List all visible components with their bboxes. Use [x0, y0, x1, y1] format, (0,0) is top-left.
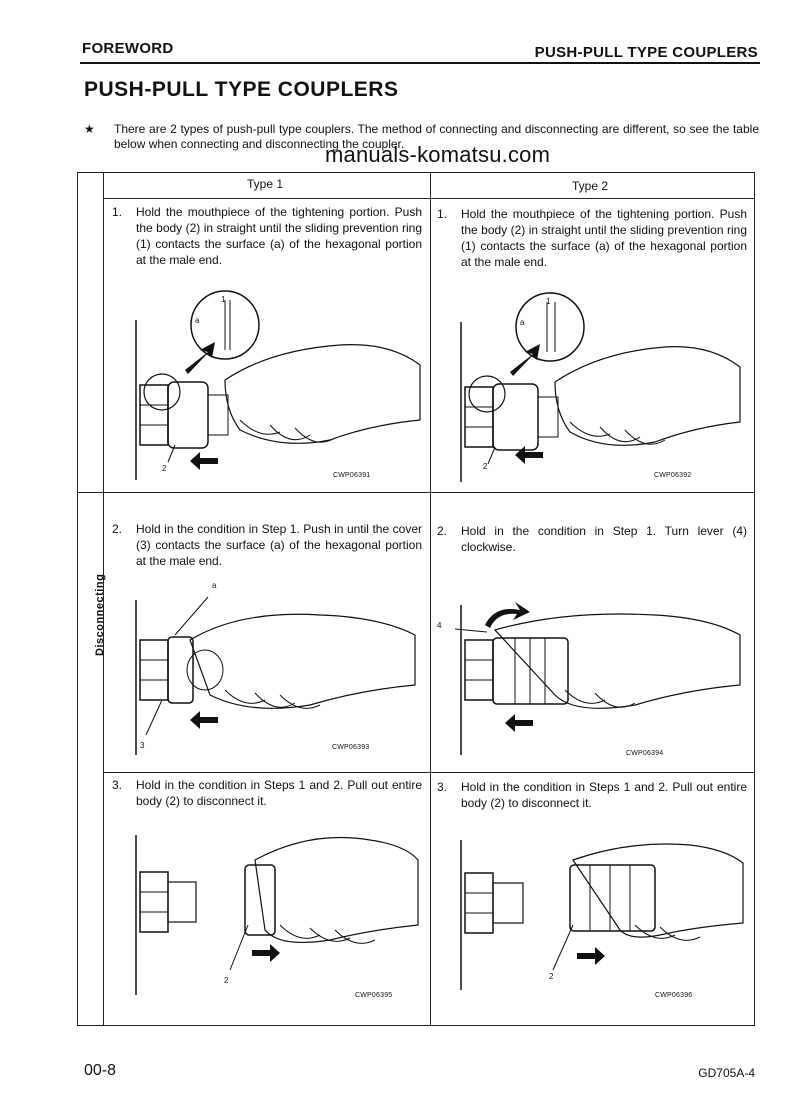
callout-4: 4: [437, 621, 442, 630]
section-label: FOREWORD: [82, 40, 174, 57]
coupler-table: [77, 172, 755, 1026]
figure-step3-type2: [460, 840, 744, 990]
callout-3: 3: [140, 741, 145, 750]
step-number: 1.: [437, 207, 448, 221]
model-number: GD705A-4: [698, 1066, 755, 1080]
figure-code: CWP06391: [333, 472, 371, 479]
column-header-type1: Type 1: [247, 177, 284, 191]
figure-step3-type1: [135, 835, 419, 995]
figure-code: CWP06393: [332, 744, 370, 751]
step-number: 3.: [437, 780, 448, 794]
step-text: Hold in the condition in Step 1. Turn le…: [461, 524, 747, 554]
callout-2: 2: [224, 976, 229, 985]
side-label: Disconnecting: [94, 573, 106, 656]
step-number: 1.: [112, 205, 123, 219]
callout-a: a: [212, 581, 217, 590]
callout-a: a: [520, 318, 525, 327]
step-text: Hold the mouthpiece of the tightening po…: [136, 205, 422, 267]
header-rule: [80, 62, 760, 64]
figure-step1-type2: [460, 292, 741, 482]
callout-2: 2: [549, 972, 554, 981]
figure-step2-type1: [135, 596, 416, 755]
step-number: 2.: [112, 522, 123, 536]
type-column-divider: [430, 172, 431, 1026]
figure-step2-type2: [455, 602, 741, 755]
step-text: Hold the mouthpiece of the tightening po…: [461, 207, 747, 269]
watermark: manuals-komatsu.com: [325, 142, 551, 167]
callout-2: 2: [162, 464, 167, 473]
star-icon: ★: [84, 122, 95, 136]
column-header-type2: Type 2: [572, 179, 609, 193]
row-divider-1: [77, 492, 755, 493]
step-number: 3.: [112, 778, 123, 792]
page-title: PUSH-PULL TYPE COUPLERS: [84, 78, 399, 101]
callout-1: 1: [221, 295, 226, 304]
callout-1: 1: [546, 297, 551, 306]
page-number: 00-8: [84, 1062, 117, 1079]
figure-code: CWP06395: [355, 992, 393, 999]
intro-text: There are 2 types of push-pull type coup…: [114, 122, 759, 151]
header-row-divider: [103, 198, 755, 199]
topic-label: PUSH-PULL TYPE COUPLERS: [534, 44, 758, 61]
figure-code: CWP06396: [655, 992, 693, 999]
figure-code: CWP06392: [654, 472, 692, 479]
callout-2: 2: [483, 462, 488, 471]
step-text: Hold in the condition in Steps 1 and 2. …: [136, 778, 422, 808]
callout-a: a: [195, 316, 200, 325]
row-divider-2: [103, 772, 755, 773]
step-text: Hold in the condition in Steps 1 and 2. …: [461, 780, 747, 810]
step-number: 2.: [437, 524, 448, 538]
figure-code: CWP06394: [626, 750, 664, 757]
figure-step1-type1: [135, 290, 421, 480]
step-text: Hold in the condition in Step 1. Push in…: [136, 522, 422, 568]
side-column-divider: [103, 172, 104, 1026]
